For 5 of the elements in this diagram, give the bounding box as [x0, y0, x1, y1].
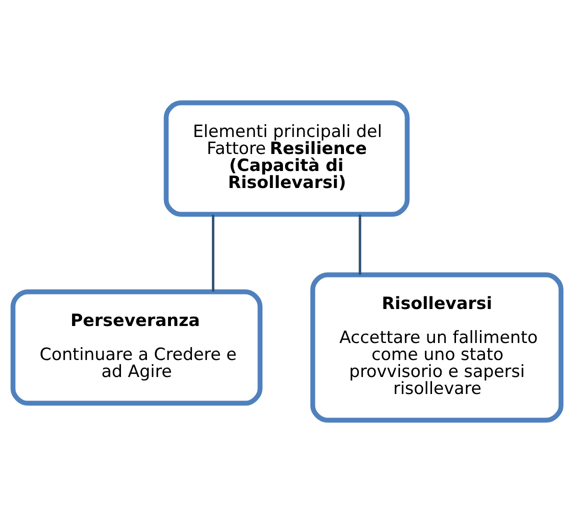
node-box: Elementi principali del Fattore Resilience (Capacità di Risollevarsi) [164, 100, 410, 216]
node-box: Perseveranza Continuare a Credere e ad Agire [10, 288, 262, 406]
node-box: Risollevarsi Accettare un fallimento come uno stato provvisorio e sapersi risollevare [310, 272, 564, 422]
connector [212, 214, 214, 292]
connector [358, 214, 362, 274]
